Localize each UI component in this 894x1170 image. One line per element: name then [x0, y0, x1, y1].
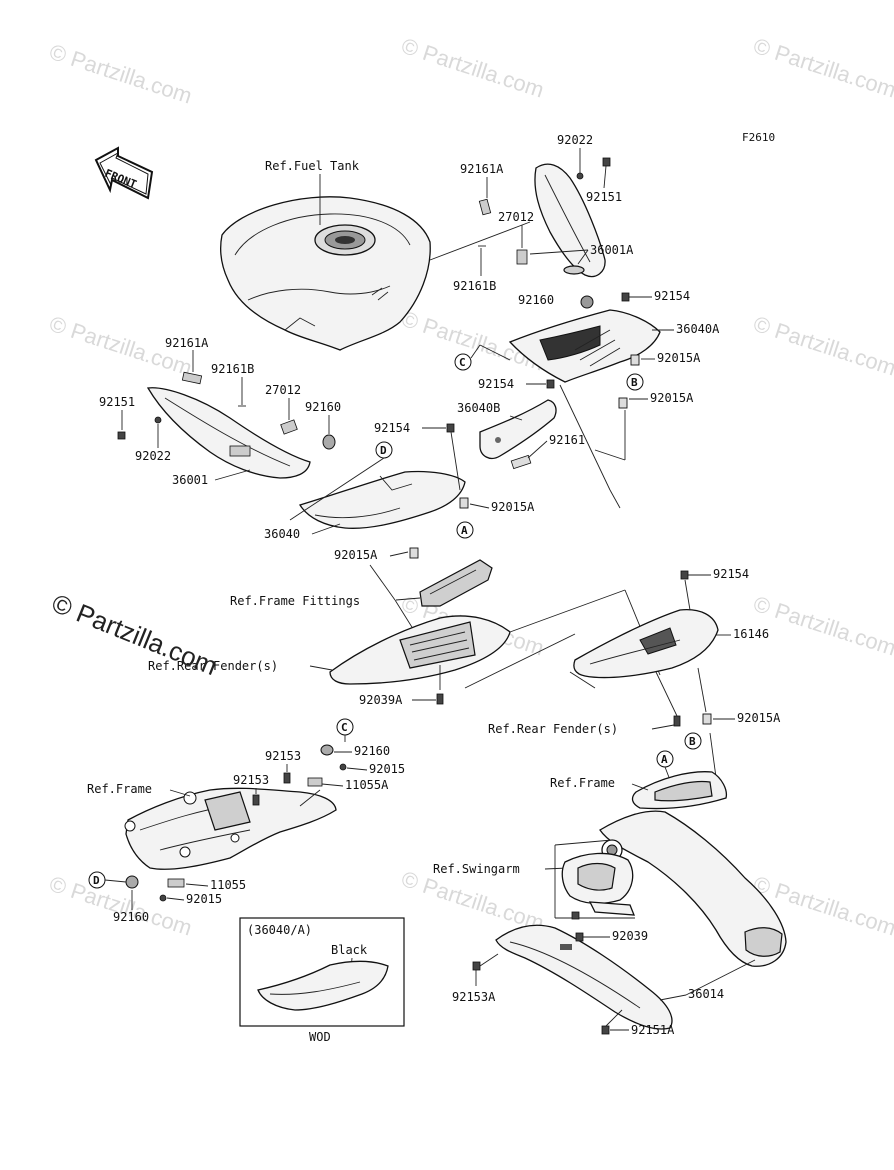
part-92161B-left: 92161B	[211, 362, 254, 376]
front-arrow-icon: FRONT	[94, 146, 154, 200]
part-92154-right: 92154	[713, 567, 749, 581]
inset-color-label: Black	[331, 943, 368, 957]
watermark: © Partzilla.com	[46, 39, 195, 109]
part-92161A-left: 92161A	[165, 336, 209, 350]
inset-title: (36040/A)	[247, 923, 312, 937]
ref-frame-left-label: Ref.Frame	[87, 782, 152, 796]
part-92154-mid: 92154	[478, 377, 514, 391]
frame-bracket-right-drawing	[631, 771, 728, 810]
ref-fuel-tank-label: Ref.Fuel Tank	[265, 159, 360, 173]
part-27012-top: 27012	[498, 210, 534, 224]
part-92161A-top: 92161A	[460, 162, 504, 176]
chain-guard-drawing	[561, 852, 635, 916]
frame-left-drawing	[124, 787, 337, 870]
watermark: © Partzilla.com	[398, 866, 547, 936]
part-36014: 36014	[688, 987, 724, 1001]
inset-code: WOD	[309, 1030, 331, 1044]
part-92153-b: 92153	[233, 773, 269, 787]
part-36040A: 36040A	[676, 322, 720, 336]
part-92160-low: 92160	[113, 910, 149, 924]
part-92022-top: 92022	[557, 133, 593, 147]
part-27012-left: 27012	[265, 383, 301, 397]
part-11055: 11055	[210, 878, 246, 892]
part-92160-mid: 92160	[354, 744, 390, 758]
part-11055A: 11055A	[345, 778, 389, 792]
callout-c-upper: C	[459, 356, 466, 369]
callout-a-lower: A	[661, 753, 668, 766]
frame-fittings-drawing	[419, 559, 493, 607]
ref-swingarm-label: Ref.Swingarm	[433, 862, 520, 876]
part-92015A-1: 92015A	[657, 351, 701, 365]
ref-frame-fittings-label: Ref.Frame Fittings	[230, 594, 360, 608]
watermark: © Partzilla.com	[750, 33, 894, 103]
part-92153A: 92153A	[452, 990, 496, 1004]
cover-36014-drawing	[495, 924, 673, 1030]
callout-b-upper: B	[631, 376, 638, 389]
part-92015A-4: 92015A	[334, 548, 378, 562]
watermark: © Partzilla.com	[750, 591, 894, 661]
part-36040: 36040	[264, 527, 300, 541]
rear-fender-center-drawing	[329, 615, 511, 685]
part-92015A-2: 92015A	[650, 391, 694, 405]
part-92015A-5: 92015A	[737, 711, 781, 725]
cover-16146-drawing	[573, 609, 719, 679]
variant-inset: (36040/A) Black WOD	[239, 917, 405, 1044]
part-92154-left: 92154	[374, 421, 410, 435]
watermark: © Partzilla.com	[398, 33, 547, 103]
cover-36001-drawing	[146, 387, 311, 479]
callout-a-upper: A	[461, 524, 468, 537]
part-36001A: 36001A	[590, 243, 634, 257]
figure-code: F2610	[742, 131, 775, 144]
callout-b-lower: B	[689, 735, 696, 748]
ref-rear-fender-left-label: Ref.Rear Fender(s)	[148, 659, 278, 673]
part-16146: 16146	[733, 627, 769, 641]
fuel-tank-drawing	[220, 196, 431, 351]
part-92161B-top: 92161B	[453, 279, 496, 293]
callout-d-upper: D	[380, 444, 387, 457]
part-92154-top: 92154	[654, 289, 690, 303]
partzilla-watermark: © Partzilla.com	[48, 588, 222, 681]
part-92151A: 92151A	[631, 1023, 675, 1037]
part-92039A: 92039A	[359, 693, 403, 707]
part-36040B: 36040B	[457, 401, 500, 415]
callout-d-lower: D	[93, 874, 100, 887]
part-92151-top: 92151	[586, 190, 622, 204]
part-92039: 92039	[612, 929, 648, 943]
part-92161: 92161	[549, 433, 585, 447]
ref-rear-fender-right-label: Ref.Rear Fender(s)	[488, 722, 618, 736]
watermark: © Partzilla.com	[750, 311, 894, 381]
part-92022-left: 92022	[135, 449, 171, 463]
part-92151-left: 92151	[99, 395, 135, 409]
cover-36001A-drawing	[534, 163, 606, 278]
cover-36040B-drawing	[479, 399, 557, 460]
part-92153-a: 92153	[265, 749, 301, 763]
cover-36040-drawing	[299, 470, 466, 529]
part-92160-left: 92160	[305, 400, 341, 414]
ref-frame-right-label: Ref.Frame	[550, 776, 615, 790]
part-36001: 36001	[172, 473, 208, 487]
part-92015-low: 92015	[186, 892, 222, 906]
part-92015-mid: 92015	[369, 762, 405, 776]
callout-c-lower: C	[341, 721, 348, 734]
part-92160-top: 92160	[518, 293, 554, 307]
cover-36040A-drawing	[508, 309, 661, 383]
part-92015A-3: 92015A	[491, 500, 535, 514]
